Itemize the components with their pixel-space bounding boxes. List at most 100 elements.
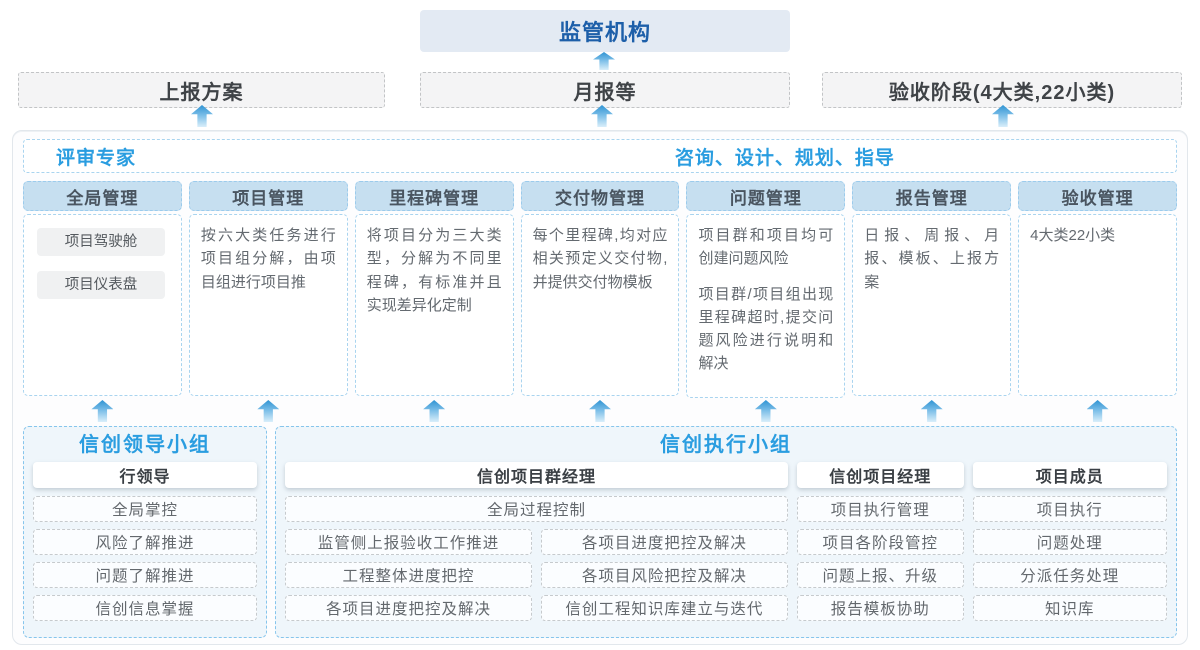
- column-body: 将项目分为三大类型，分解为不同里程碑，有标准并且实现差异化定制: [354, 214, 514, 396]
- list-item: 问题上报、升级: [796, 562, 964, 588]
- project-manager-column: 信创项目经理 项目执行管理 项目各阶段管控 问题上报、升级 报告模板协助: [796, 462, 964, 628]
- column-report-management: 报告管理 日报、周报、月报、模板、上报方案: [852, 181, 1012, 396]
- column-issue-management: 问题管理 项目群和项目均可创建问题风险 项目群/项目组出现里程碑超时,提交问题风…: [686, 181, 846, 398]
- arrow-up-icon: [1086, 400, 1109, 422]
- list-item: 监管侧上报验收工作推进: [285, 529, 532, 555]
- exec-group-panel: 信创执行小组 信创项目群经理 全局过程控制 监管侧上报验收工作推进 各项目进度把…: [275, 426, 1177, 638]
- column-paragraph: 项目群/项目组出现里程碑超时,提交问题风险进行说明和解决: [698, 285, 834, 373]
- project-manager-pill: 信创项目经理: [796, 462, 964, 488]
- expert-strip: 评审专家 咨询、设计、规划、指导: [23, 139, 1177, 173]
- pill-label: 行领导: [119, 469, 171, 486]
- pill-label: 信创项目群经理: [476, 469, 596, 486]
- bank-leader-pill: 行领导: [33, 462, 257, 488]
- top-box-label: 验收阶段(4大类,22小类): [888, 81, 1116, 104]
- column-deliverable-management: 交付物管理 每个里程碑,均对应相关预定义交付物,并提供交付物模板: [520, 181, 680, 396]
- project-member-pill: 项目成员: [972, 462, 1167, 488]
- column-title: 报告管理: [895, 188, 968, 208]
- list-item: 全局掌控: [33, 496, 257, 522]
- column-milestone-management: 里程碑管理 将项目分为三大类型，分解为不同里程碑，有标准并且实现差异化定制: [354, 181, 514, 396]
- list-item: 问题了解推进: [33, 562, 257, 588]
- chip-project-dashboard: 项目仪表盘: [37, 271, 165, 299]
- top-box-acceptance-stage: 验收阶段(4大类,22小类): [822, 72, 1182, 108]
- column-body: 项目驾驶舱 项目仪表盘: [23, 214, 182, 396]
- regulator-node: 监管机构: [420, 10, 790, 52]
- column-paragraph: 日报、周报、月报、模板、上报方案: [864, 227, 1000, 291]
- column-acceptance-management: 验收管理 4大类22小类: [1018, 181, 1178, 396]
- list-item: 问题处理: [972, 529, 1167, 555]
- list-item: 风险了解推进: [33, 529, 257, 555]
- arrow-up-icon: [423, 400, 446, 422]
- list-item: 分派任务处理: [972, 562, 1167, 588]
- column-global-management: 全局管理 项目驾驶舱 项目仪表盘: [23, 181, 182, 396]
- column-title: 问题管理: [729, 188, 802, 208]
- column-header: 全局管理: [23, 181, 182, 211]
- exec-group-title: 信创执行小组: [660, 434, 792, 456]
- column-title: 全局管理: [66, 188, 139, 208]
- column-body: 4大类22小类: [1018, 214, 1178, 396]
- list-item: 各项目风险把控及解决: [540, 562, 788, 588]
- column-title: 交付物管理: [555, 188, 645, 208]
- column-body: 项目群和项目均可创建问题风险 项目群/项目组出现里程碑超时,提交问题风险进行说明…: [686, 214, 846, 398]
- column-paragraph: 将项目分为三大类型，分解为不同里程碑，有标准并且实现差异化定制: [366, 227, 502, 314]
- list-item: 知识库: [972, 595, 1167, 621]
- management-columns: 全局管理 项目驾驶舱 项目仪表盘 项目管理 按六大类任务进行项目组分解，由项目组…: [23, 181, 1178, 398]
- column-header: 验收管理: [1018, 181, 1178, 211]
- leader-items: 全局掌控 风险了解推进 问题了解推进 信创信息掌握: [33, 496, 257, 621]
- leader-group-title: 信创领导小组: [79, 434, 211, 456]
- bottom-groups: 信创领导小组 行领导 全局掌控 风险了解推进 问题了解推进 信创信息掌握 信创执…: [23, 426, 1177, 638]
- column-header: 交付物管理: [520, 181, 680, 211]
- column-title: 项目管理: [232, 188, 305, 208]
- list-item: 项目各阶段管控: [796, 529, 964, 555]
- pill-label: 项目成员: [1035, 469, 1104, 486]
- list-item: 报告模板协助: [796, 595, 964, 621]
- program-manager-pill: 信创项目群经理: [285, 462, 788, 488]
- consulting-label: 咨询、设计、规划、指导: [674, 147, 895, 169]
- chip-project-cockpit: 项目驾驶舱: [37, 228, 165, 256]
- exec-content: 信创项目群经理 全局过程控制 监管侧上报验收工作推进 各项目进度把控及解决 工程…: [285, 462, 1167, 628]
- top-box-label: 月报等: [573, 81, 637, 104]
- pill-label: 信创项目经理: [829, 469, 932, 486]
- top-box-report-plan: 上报方案: [18, 72, 385, 108]
- review-expert-label: 评审专家: [56, 147, 137, 169]
- list-item: 信创工程知识库建立与迭代: [540, 595, 788, 621]
- platform-card: 评审专家 咨询、设计、规划、指导 全局管理 项目驾驶舱 项目仪表盘 项目管理 按…: [12, 130, 1188, 645]
- project-manager-items: 项目执行管理 项目各阶段管控 问题上报、升级 报告模板协助: [796, 496, 964, 621]
- arrow-up-icon: [992, 105, 1014, 127]
- arrow-up-icon: [191, 105, 213, 127]
- arrow-up-icon: [91, 400, 114, 422]
- arrow-up-icon: [257, 400, 280, 422]
- column-title: 里程碑管理: [389, 188, 480, 208]
- project-member-column: 项目成员 项目执行 问题处理 分派任务处理 知识库: [972, 462, 1167, 628]
- column-paragraph: 每个里程碑,均对应相关预定义交付物,并提供交付物模板: [532, 227, 668, 291]
- program-manager-items: 全局过程控制 监管侧上报验收工作推进 各项目进度把控及解决 工程整体进度把控 各…: [285, 496, 788, 621]
- arrow-up-icon: [593, 52, 615, 70]
- list-item: 各项目进度把控及解决: [540, 529, 788, 555]
- column-project-management: 项目管理 按六大类任务进行项目组分解，由项目组进行项目推: [188, 181, 348, 396]
- list-item: 各项目进度把控及解决: [285, 595, 532, 621]
- column-title: 验收管理: [1061, 188, 1134, 208]
- column-header: 项目管理: [188, 181, 348, 211]
- column-paragraph: 项目群和项目均可创建问题风险: [698, 227, 834, 268]
- list-item: 工程整体进度把控: [285, 562, 532, 588]
- arrow-up-icon: [589, 400, 611, 422]
- regulator-label: 监管机构: [558, 20, 651, 45]
- list-item: 项目执行: [972, 496, 1167, 522]
- arrow-up-icon: [920, 400, 943, 422]
- leader-group-panel: 信创领导小组 行领导 全局掌控 风险了解推进 问题了解推进 信创信息掌握: [23, 426, 267, 638]
- project-member-items: 项目执行 问题处理 分派任务处理 知识库: [972, 496, 1167, 621]
- top-box-label: 上报方案: [159, 81, 244, 104]
- list-item: 项目执行管理: [796, 496, 964, 522]
- arrow-up-icon: [754, 400, 777, 422]
- column-arrows-row: [23, 398, 1177, 424]
- column-paragraph: 4大类22小类: [1030, 227, 1116, 244]
- column-body: 按六大类任务进行项目组分解，由项目组进行项目推: [188, 214, 348, 396]
- column-paragraph: 按六大类任务进行项目组分解，由项目组进行项目推: [200, 227, 336, 291]
- column-body: 每个里程碑,均对应相关预定义交付物,并提供交付物模板: [520, 214, 680, 396]
- column-header: 报告管理: [852, 181, 1012, 211]
- column-header: 问题管理: [686, 181, 846, 211]
- list-item: 信创信息掌握: [33, 595, 257, 621]
- top-box-monthly-report: 月报等: [420, 72, 790, 108]
- column-body: 日报、周报、月报、模板、上报方案: [852, 214, 1012, 396]
- list-item: 全局过程控制: [285, 496, 788, 522]
